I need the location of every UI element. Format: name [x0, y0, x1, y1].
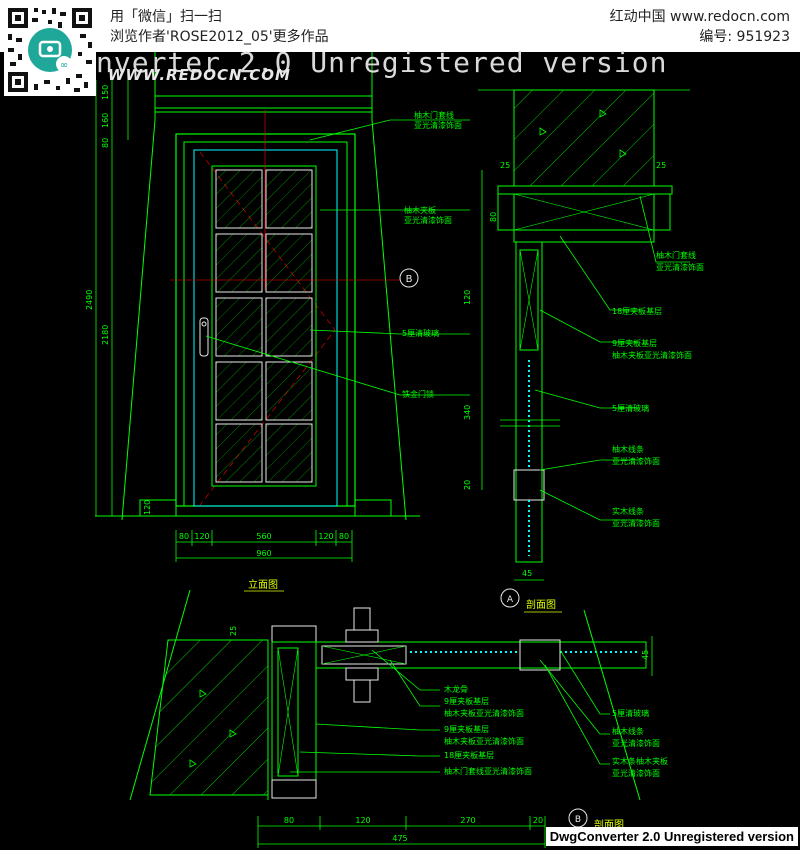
wechat-scan-text: 用「微信」扫一扫 [110, 9, 222, 25]
dim-h-120-left: 120 [194, 532, 209, 541]
dim-h-80-left: 80 [179, 532, 189, 541]
redocn-logo-watermark: WWW.REDOCN.COM [108, 66, 291, 84]
dim-120: 120 [143, 500, 152, 515]
side-dim-top-left: 25 [500, 161, 510, 170]
dim-h-960: 960 [256, 549, 271, 558]
qr-code-icon: ∞ [8, 8, 92, 92]
plan-callout-r4: 实木条柚木夹板 [612, 756, 668, 766]
svg-text:∞: ∞ [60, 60, 68, 71]
plan-callout-l2: 9厘夹板基层 [444, 696, 489, 706]
side-callout-5b: 亚光清漆饰面 [612, 456, 660, 466]
top-banner: 用「微信」扫一扫 浏览作者'ROSE2012_05'更多作品 红动中国 www.… [0, 0, 800, 52]
side-section-view: 25 25 80 120 340 20 45 柚木门套线 亚光清漆饰面 [463, 89, 704, 613]
side-dim-45: 45 [522, 569, 532, 578]
plan-callout-r5: 亚光清漆饰面 [612, 768, 660, 778]
converter-watermark-top: nverter 2.0 Unregistered version [96, 46, 668, 79]
plan-dim-45: 45 [641, 650, 650, 660]
plan-dim-80: 80 [284, 816, 294, 825]
plan-dim-25: 25 [229, 626, 238, 636]
side-section-title: 剖面图 [526, 598, 556, 611]
side-callout-3a: 9厘夹板基层 [612, 338, 657, 348]
side-callout-4: 5厘清玻璃 [612, 403, 649, 413]
plan-dim-120: 120 [355, 816, 370, 825]
side-dim-20: 20 [463, 480, 472, 490]
plan-callout-r3: 亚光清漆饰面 [612, 738, 660, 748]
elev-callout-1b: 亚光清漆饰面 [414, 120, 462, 130]
plan-dim-475: 475 [392, 834, 407, 843]
elev-callout-4: 铁金门锁 [402, 389, 434, 399]
dim-2490: 2490 [85, 290, 94, 310]
plan-callout-l1: 木龙骨 [444, 684, 468, 694]
side-callout-6a: 实木线条 [612, 506, 644, 516]
plan-callout-l6: 18厘夹板基层 [444, 750, 494, 760]
dim-80: 80 [101, 138, 110, 148]
author-link[interactable]: 浏览作者'ROSE2012_05'更多作品 [110, 29, 329, 45]
side-callout-2: 18厘夹板基层 [612, 306, 662, 316]
elevation-view: B 150 160 80 2490 2180 120 80 [85, 52, 470, 592]
cad-drawing-area: B 150 160 80 2490 2180 120 80 [0, 46, 800, 850]
elevation-section-marker: B [406, 274, 413, 285]
side-dim-top-right: 25 [656, 161, 666, 170]
plan-callout-l3: 柚木夹板亚光清漆饰面 [444, 708, 524, 718]
side-callout-1a: 柚木门套线 [656, 250, 696, 260]
converter-watermark-bottom: DwgConverter 2.0 Unregistered version [545, 827, 798, 846]
elev-callout-3: 5厘清玻璃 [402, 328, 439, 338]
plan-section-view: 45 25 80 120 270 20 475 [129, 589, 668, 848]
side-dim-120: 120 [463, 290, 472, 305]
side-callout-1b: 亚光清漆饰面 [656, 262, 704, 272]
image-id: 编号: 951923 [699, 29, 790, 45]
plan-dim-20: 20 [533, 816, 543, 825]
side-callout-6b: 亚光清漆饰面 [612, 518, 660, 528]
site-link[interactable]: 红动中国 www.redocn.com [609, 9, 790, 25]
side-callout-5a: 柚木线条 [612, 444, 644, 454]
plan-callout-l4: 9厘夹板基层 [444, 724, 489, 734]
qr-code[interactable]: ∞ [4, 4, 96, 96]
side-dim-340: 340 [463, 405, 472, 420]
dim-150: 150 [101, 85, 110, 100]
side-dim-80: 80 [489, 212, 498, 222]
elevation-title: 立面图 [248, 578, 278, 591]
door-construction-drawing: B 150 160 80 2490 2180 120 80 [85, 52, 704, 848]
dim-2180: 2180 [101, 325, 110, 345]
dim-h-80-right: 80 [339, 532, 349, 541]
elev-callout-2b: 亚光清漆饰面 [404, 215, 452, 225]
plan-callout-l5: 柚木夹板亚光清漆饰面 [444, 736, 524, 746]
elev-callout-1a: 柚木门套线 [414, 110, 454, 120]
dim-h-560: 560 [256, 532, 271, 541]
dim-160: 160 [101, 113, 110, 128]
plan-dim-270: 270 [460, 816, 475, 825]
elev-callout-2a: 柚木夹板 [404, 205, 436, 215]
plan-callout-r2: 柚木线条 [612, 726, 644, 736]
side-section-marker: A [507, 595, 514, 605]
plan-callout-r1: 5厘清玻璃 [612, 708, 649, 718]
dim-h-120-right: 120 [318, 532, 333, 541]
plan-callout-l7: 柚木门套线亚光清漆饰面 [444, 766, 532, 776]
plan-section-marker: B [575, 815, 581, 825]
side-callout-3b: 柚木夹板亚光清漆饰面 [612, 350, 692, 360]
